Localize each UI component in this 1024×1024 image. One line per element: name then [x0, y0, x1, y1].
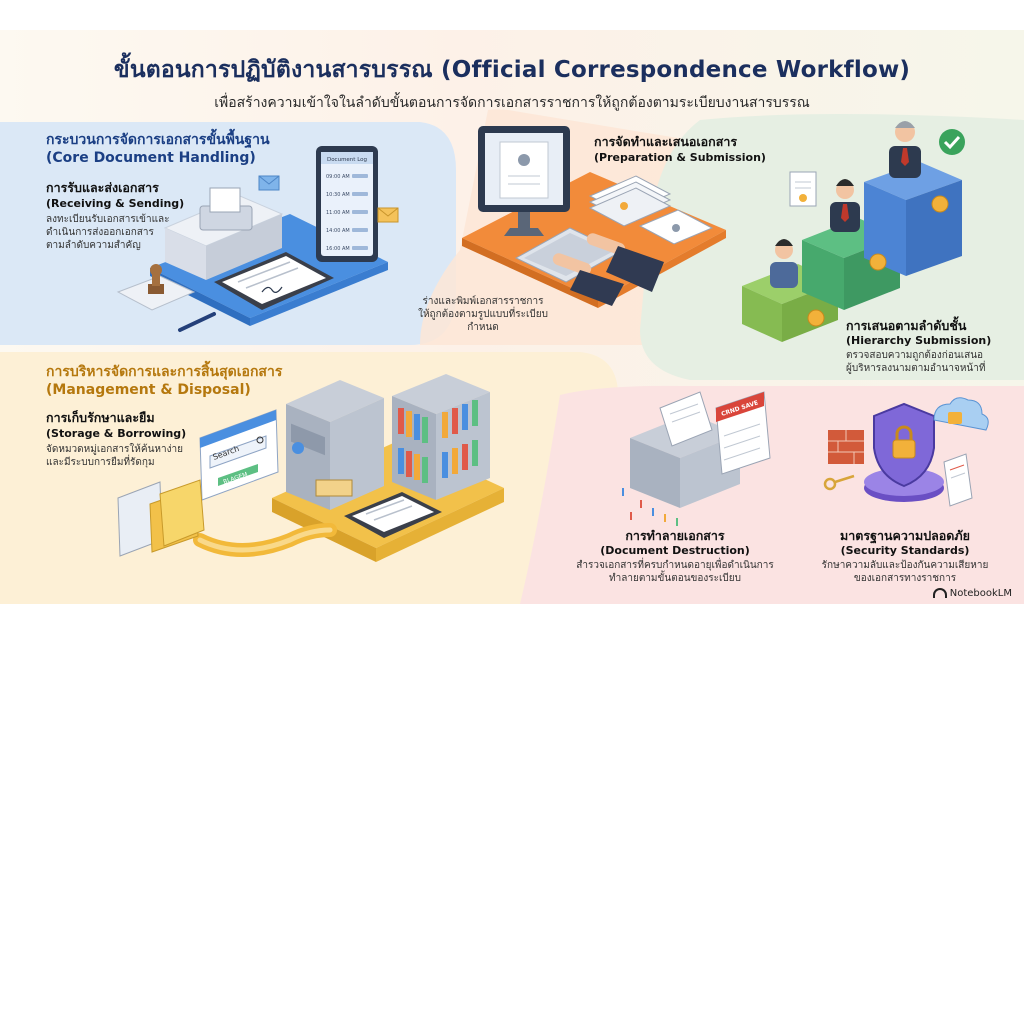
- destruction-illustration: CRND SAVE: [622, 391, 771, 526]
- preparation-title-th: การจัดทำและเสนอเอกสาร: [594, 134, 738, 149]
- stamp-icon: [116, 264, 196, 311]
- page-subtitle: เพื่อสร้างความเข้าใจในลำดับขั้นตอนการจัด…: [214, 95, 810, 111]
- manager-icon: [830, 179, 860, 232]
- shredder-icon: [630, 391, 740, 508]
- storage-title-th: การเก็บรักษาและยืม: [46, 410, 155, 425]
- preparation-title-en: (Preparation & Submission): [594, 151, 766, 164]
- hierarchy-desc-1: ตรวจสอบความถูกต้องก่อนเสนอ: [846, 350, 984, 361]
- notebooklm-logo-icon: [932, 588, 947, 598]
- destruction-title-th: การทำลายเอกสาร: [625, 528, 725, 543]
- hierarchy-title-en: (Hierarchy Submission): [846, 334, 992, 347]
- security-desc-2: ของเอกสารทางราชการ: [853, 573, 957, 584]
- executive-icon: [889, 121, 921, 178]
- storage-desc-1: จัดหมวดหมู่เอกสารให้ค้นหาง่าย: [46, 444, 183, 455]
- brand-text: NotebookLM: [949, 588, 1012, 599]
- destruction-desc-2: ทำลายตามขั้นตอนของระเบียบ: [609, 573, 741, 584]
- destruction-desc-1: สำรวจเอกสารที่ครบกำหนดอายุเพื่อดำเนินการ: [576, 560, 774, 571]
- clipboard-icon: [214, 252, 334, 310]
- security-title-en: (Security Standards): [840, 544, 970, 557]
- brick-wall-icon: [828, 430, 864, 464]
- destruction-title-en: (Document Destruction): [600, 544, 750, 557]
- hierarchy-illustration: [742, 121, 965, 342]
- officer-icon: [770, 239, 798, 288]
- preparation-desc-3: กำหนด: [467, 322, 499, 333]
- document-icon: [789, 171, 817, 207]
- shredded-paper: [622, 488, 678, 526]
- seal-icon: [931, 195, 949, 213]
- document-icon: [943, 453, 973, 507]
- storage-desc-2: และมีระบบการยืมที่รัดกุม: [46, 457, 155, 468]
- preparation-desc-1: ร่างและพิมพ์เอกสารราชการ: [422, 296, 544, 307]
- management-section-title-th: การบริหารจัดการและการสิ้นสุดเอกสาร: [46, 364, 283, 380]
- security-title-th: มาตรฐานความปลอดภัย: [840, 528, 970, 543]
- calendar-icon: CRND SAVE: [715, 391, 771, 475]
- bookshelf-icon: [392, 374, 490, 500]
- security-desc-1: รักษาความลับและป้องกันความเสียหาย: [821, 560, 989, 571]
- preparation-illustration: [462, 126, 726, 308]
- tablet-header: Document Log: [327, 157, 367, 163]
- receiving-desc-1: ลงทะเบียนรับเอกสารเข้าและ: [46, 214, 170, 225]
- checkmark-icon: [939, 129, 965, 155]
- log-time-3: 14:00 AM: [326, 228, 350, 234]
- hands-icon: [552, 233, 664, 306]
- seal-icon: [807, 309, 825, 327]
- log-time-0: 09:00 AM: [326, 174, 350, 180]
- preparation-desc-2: ให้ถูกต้องตามรูปแบบที่ระเบียบ: [418, 309, 548, 320]
- document-stack-icon: [588, 175, 714, 245]
- receiving-title-th: การรับและส่งเอกสาร: [46, 180, 159, 195]
- filing-cabinet-icon: [286, 380, 384, 510]
- hierarchy-desc-2: ผู้บริหารลงนามตามอำนาจหน้าที่: [846, 363, 986, 374]
- monitor-icon: [478, 126, 570, 236]
- pen-icon: [178, 312, 216, 332]
- lock-icon: [892, 425, 916, 459]
- log-time-2: 11:00 AM: [326, 210, 350, 216]
- page-title: ขั้นตอนการปฏิบัติงานสารบรรณ (Official Co…: [113, 57, 911, 83]
- core-section-title-th: กระบวนการจัดการเอกสารขั้นพื้นฐาน: [46, 132, 270, 148]
- key-icon: [823, 474, 855, 491]
- management-section-title-en: (Management & Disposal): [46, 382, 251, 398]
- folder-icon: [117, 479, 205, 557]
- log-time-4: 16:00 AM: [326, 246, 350, 252]
- seal-icon: [869, 253, 887, 271]
- log-time-list: 09:00 AM 10:30 AM 11:00 AM 14:00 AM 16:0…: [326, 174, 350, 252]
- brand-label: NotebookLM: [932, 588, 1012, 599]
- core-section-title-en: (Core Document Handling): [46, 150, 256, 166]
- security-illustration: [823, 397, 989, 507]
- cloud-lock-icon: [933, 397, 989, 431]
- hierarchy-title-th: การเสนอตามลำดับชั้น: [846, 318, 967, 333]
- storage-title-en: (Storage & Borrowing): [46, 427, 187, 440]
- log-time-1: 10:30 AM: [326, 192, 350, 198]
- core-illustration: Document Log 09:00 AM 10:30 AM 11:00 AM …: [116, 146, 399, 332]
- search-icon: [256, 436, 264, 444]
- search-window: Search BLAGEM: [199, 409, 279, 501]
- envelope-icon: [258, 175, 399, 223]
- receiving-desc-2: ดำเนินการส่งออกเอกสาร: [46, 227, 154, 238]
- clipboard-icon: [344, 492, 442, 538]
- receiving-desc-3: ตามลำดับความสำคัญ: [46, 240, 141, 251]
- receiving-title-en: (Receiving & Sending): [46, 197, 185, 210]
- storage-illustration: Search BLAGEM: [117, 374, 504, 562]
- tablet-icon: Document Log 09:00 AM 10:30 AM 11:00 AM …: [316, 146, 378, 262]
